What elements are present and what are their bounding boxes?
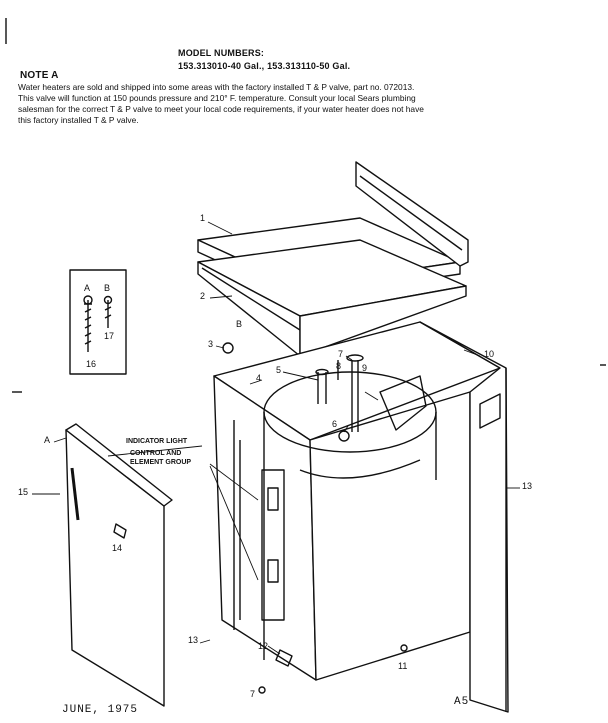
callout-7-bottom: 7 [250, 689, 256, 699]
screw-inset-box [69, 269, 127, 375]
screw-b-icon [104, 300, 112, 328]
inset-number-16: 16 [86, 359, 97, 369]
model-numbers: 153.313010-40 Gal., 153.313110-50 Gal. [178, 61, 351, 71]
note-body: Water heaters are sold and shipped into … [18, 82, 598, 126]
note-title: NOTE A [20, 70, 59, 81]
cabinet-body [213, 321, 501, 681]
callout-2: 2 [200, 291, 206, 301]
note-line: Water heaters are sold and shipped into … [18, 82, 415, 92]
callout-letter-a: A [44, 435, 51, 445]
callout-8: 8 [336, 361, 342, 371]
callout-control-line1: CONTROL AND [130, 450, 182, 457]
top-insulation [197, 239, 467, 357]
callout-leaders [32, 221, 520, 655]
callout-4: 4 [256, 373, 262, 383]
callout-9: 9 [362, 363, 368, 373]
callout-14: 14 [112, 543, 123, 553]
note-line: This valve will function at 150 pounds p… [18, 93, 416, 103]
callout-indicator-light: INDICATOR LIGHT [126, 438, 188, 445]
callout-12: 12 [258, 641, 269, 651]
callout-5: 5 [276, 365, 282, 375]
callout-10: 10 [484, 349, 495, 359]
inset-label-b: B [104, 283, 111, 293]
callout-13: 13 [188, 635, 199, 645]
back-panel [419, 321, 509, 713]
inset-number-17: 17 [104, 331, 115, 341]
note-line: salesman for the correct T & P valve to … [18, 104, 424, 114]
callout-6: 6 [332, 419, 338, 429]
callout-13-right: 13 [522, 481, 533, 491]
screw-11-icon [400, 644, 408, 652]
callout-letter-b: B [236, 319, 243, 329]
fitting-6-icon [338, 430, 350, 442]
screw-3-icon [222, 342, 234, 354]
callout-7: 7 [338, 349, 344, 359]
callout-3: 3 [208, 339, 214, 349]
footer-page: A5 [454, 696, 470, 708]
callout-1: 1 [200, 213, 206, 223]
screw-7-icon [258, 686, 266, 694]
model-numbers-label: MODEL NUMBERS: [178, 48, 265, 58]
callout-control-line2: ELEMENT GROUP [130, 459, 192, 466]
note-line: this factory installed T & P valve. [18, 115, 139, 125]
bracket-12-icon [275, 649, 293, 667]
inset-label-a: A [84, 283, 91, 293]
footer-date: JUNE, 1975 [62, 704, 139, 716]
front-access-panel [65, 423, 173, 707]
callout-11: 11 [398, 661, 408, 671]
callout-15: 15 [18, 487, 29, 497]
